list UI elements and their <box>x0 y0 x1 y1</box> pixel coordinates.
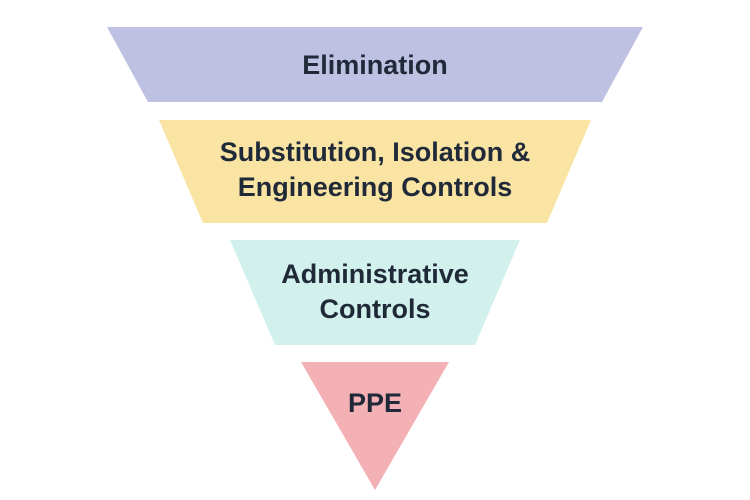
tier-administrative-label-line-1: Administrative <box>281 259 469 289</box>
tier-substitution-shape <box>159 120 591 223</box>
tier-substitution-label-line-1: Substitution, Isolation & <box>220 137 530 167</box>
tier-elimination: Elimination <box>107 27 643 102</box>
tier-elimination-label: Elimination <box>302 50 448 80</box>
tier-substitution-label-line-2: Engineering Controls <box>238 172 513 202</box>
tier-elimination-shape <box>107 27 643 102</box>
tier-ppe-label: PPE <box>348 388 402 418</box>
tier-administrative-shape <box>230 240 520 345</box>
tier-administrative-label-line-2: Controls <box>320 294 431 324</box>
tier-substitution-isolation-engineering: Substitution, Isolation & Engineering Co… <box>159 120 591 223</box>
tier-administrative-controls: Administrative Controls <box>230 240 520 345</box>
tier-ppe-shape <box>301 362 449 490</box>
tier-ppe: PPE <box>301 362 449 490</box>
